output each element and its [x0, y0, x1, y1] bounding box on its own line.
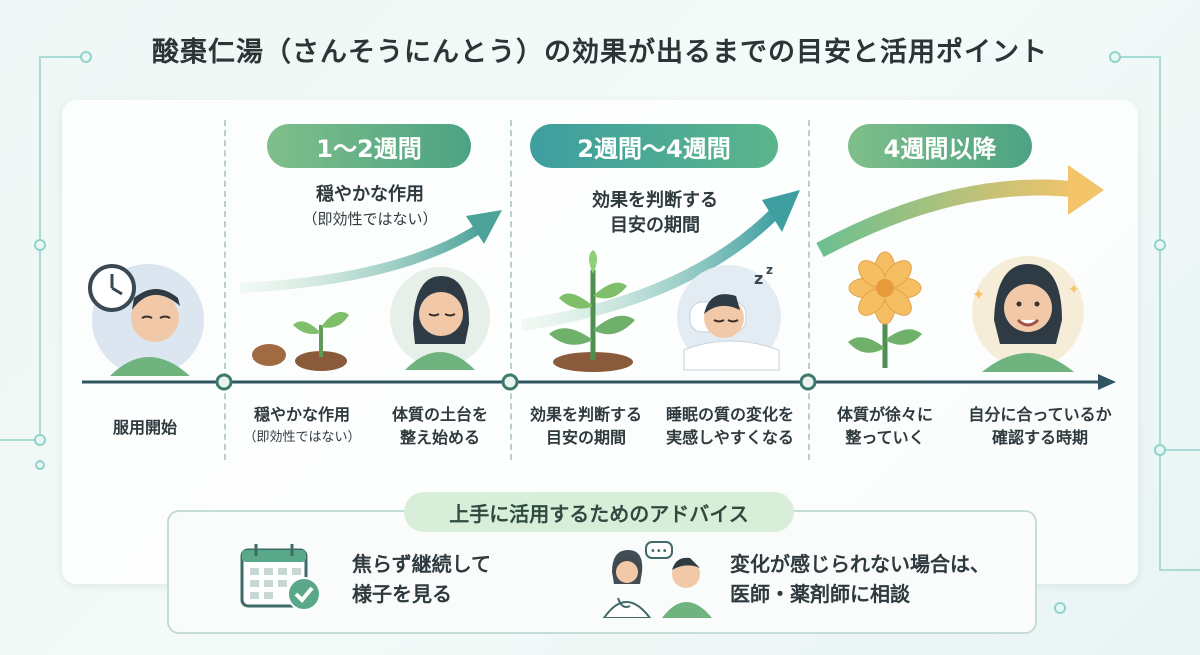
label-judge-period-line1: 効果を判断する [529, 405, 642, 424]
stage-divider [224, 120, 226, 460]
svg-text:✦: ✦ [1068, 282, 1080, 298]
label-foundation: 体質の土台を 整え始める [370, 403, 510, 449]
stage-1-sub: （即効性ではない） [302, 210, 438, 228]
plant-illustration [549, 250, 635, 372]
label-foundation-line2: 整え始める [399, 428, 480, 447]
svg-text:✦: ✦ [972, 285, 985, 304]
label-sleep-quality-line1: 睡眠の質の変化を [665, 405, 794, 424]
clock-icon [88, 264, 136, 312]
flower-illustration [848, 251, 922, 368]
stage-2-heading: 効果を判断する [592, 190, 718, 211]
label-check-fit-line1: 自分に合っているか [968, 405, 1112, 424]
label-gentle-action-line2: （即効性ではない） [243, 430, 361, 445]
advice-item-continue-line1: 焦らず継続して [352, 552, 491, 576]
label-sleep-quality: 睡眠の質の変化を 実感しやすくなる [650, 403, 810, 449]
label-gentle-action-line1: 穏やかな作用 [253, 405, 350, 424]
label-constitution-line1: 体質が徐々に [836, 405, 933, 424]
patient-illustration [88, 264, 204, 376]
label-judge-period: 効果を判断する 目安の期間 [516, 403, 656, 449]
smiling-woman-illustration: ✦ ✦ [972, 256, 1084, 372]
label-check-fit: 自分に合っているか 確認する時期 [950, 403, 1130, 449]
calendar-check-icon [240, 544, 321, 611]
label-constitution: 体質が徐々に 整っていく [815, 403, 955, 449]
advice-item-continue-line2: 様子を見る [352, 582, 452, 606]
svg-text:z: z [766, 263, 773, 277]
stage-1-pill: 1〜2週間 [267, 124, 471, 168]
timeline-node [215, 373, 233, 391]
calm-woman-illustration [390, 267, 490, 370]
page-title: 酸棗仁湯（さんそうにんとう）の効果が出るまでの目安と活用ポイント [152, 37, 1048, 68]
stage-1-heading: 穏やかな作用 [316, 184, 424, 205]
stage-2-description: 効果を判断する 目安の期間 [545, 188, 765, 238]
stage-3-pill: 4週間以降 [848, 124, 1032, 168]
label-constitution-line2: 整っていく [845, 428, 925, 447]
stage-1-description: 穏やかな作用 （即効性ではない） [270, 182, 470, 232]
advice-item-consult: 変化が感じられない場合は、 医師・薬剤師に相談 [730, 549, 1020, 609]
label-check-fit-line2: 確認する時期 [991, 428, 1088, 447]
label-start: 服用開始 [112, 418, 177, 437]
timeline-node [799, 373, 817, 391]
label-gentle-action: 穏やかな作用 （即効性ではない） [232, 403, 372, 449]
doctor-consultation-icon: ••• [602, 541, 712, 618]
stage-2-pill: 2週間〜4週間 [530, 124, 778, 168]
advice-item-consult-line1: 変化が感じられない場合は、 [730, 552, 990, 576]
seedling-illustration [252, 311, 349, 371]
svg-text:•••: ••• [650, 546, 668, 557]
stage-divider [808, 120, 810, 460]
svg-text:z: z [754, 269, 763, 288]
label-foundation-line1: 体質の土台を [391, 405, 488, 424]
advice-item-consult-line2: 医師・薬剤師に相談 [730, 582, 910, 606]
sleeping-woman-illustration: z z [677, 263, 781, 371]
timeline-node [501, 373, 519, 391]
advice-heading: 上手に活用するためのアドバイス [404, 492, 794, 532]
stage-divider [510, 120, 512, 460]
advice-item-continue: 焦らず継続して 様子を見る [352, 549, 552, 609]
label-sleep-quality-line2: 実感しやすくなる [666, 428, 794, 447]
label-judge-period-line2: 目安の期間 [545, 428, 626, 447]
timeline-axis [82, 373, 1116, 391]
stage-2-sub: 目安の期間 [610, 215, 700, 236]
